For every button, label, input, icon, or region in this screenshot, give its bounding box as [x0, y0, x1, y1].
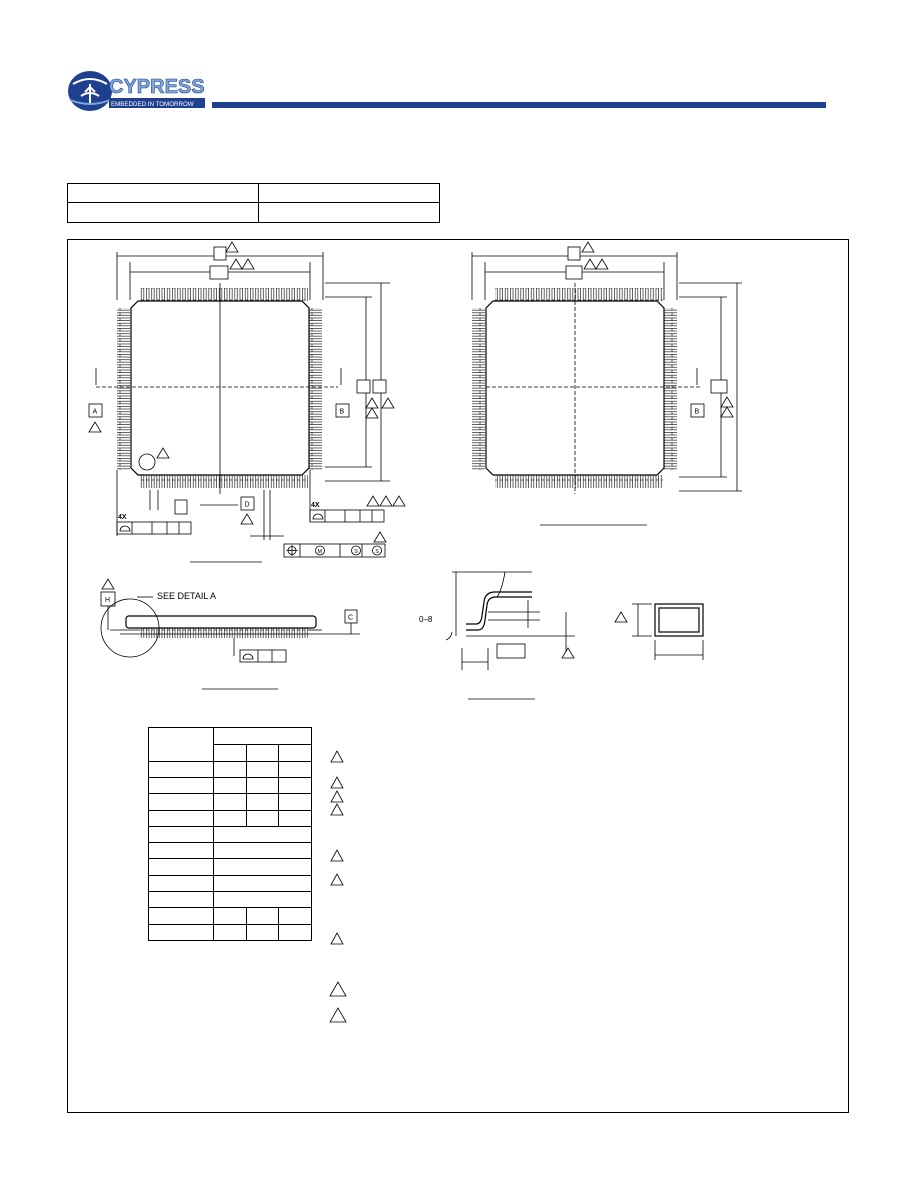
table-row [148, 825, 312, 844]
datum-d-label: D [245, 502, 250, 509]
dimension-table [148, 727, 312, 942]
cypress-logo: CYPRESS EMBEDDED IN TOMORROW [67, 70, 207, 112]
datum-b-label: B [340, 409, 345, 416]
datum-b2-box [690, 403, 705, 418]
top-view-outline [471, 241, 742, 526]
section-view [614, 603, 704, 660]
tol-s2-symbol: S [375, 549, 379, 555]
count-4x-left: 4X [118, 514, 127, 521]
dim-table-header-symbol [148, 727, 214, 762]
datum-a-box [88, 403, 103, 418]
tol-m-symbol: M [318, 549, 323, 555]
datum-a-label: A [93, 409, 98, 416]
note-markers [329, 750, 347, 1023]
table-row [148, 874, 312, 893]
dim-table-header-min [213, 743, 247, 762]
datum-b2-label: B [695, 409, 700, 416]
top-view-pinned [88, 241, 406, 563]
table-row [148, 793, 312, 811]
header-rule [212, 102, 826, 108]
pin1-indicator [138, 453, 156, 471]
table-row [148, 858, 312, 876]
side-view [100, 578, 360, 690]
dim-table-header-max [278, 743, 312, 762]
table-row [148, 923, 312, 942]
datum-h-label: H [105, 597, 110, 604]
see-detail-a-label: SEE DETAIL A [157, 591, 216, 601]
table-row [148, 842, 312, 860]
logo-tagline-text: EMBEDDED IN TOMORROW [111, 101, 194, 108]
table-row [148, 907, 312, 925]
dim-table-header-group [213, 727, 312, 745]
title-table-divider-h [68, 202, 439, 203]
package-drawing-frame [67, 239, 849, 1113]
title-table-divider-v [258, 184, 259, 222]
table-row [148, 776, 312, 795]
detail-a-view [445, 571, 575, 700]
count-4x-right: 4X [311, 502, 320, 509]
lead-angle-label: 0–8 [419, 615, 433, 624]
package-title-table [67, 183, 440, 223]
table-row [148, 809, 312, 827]
tol-s1-symbol: S [354, 549, 358, 555]
table-row [148, 760, 312, 778]
dim-table-header-nom [245, 743, 280, 762]
datum-b-box [335, 403, 350, 418]
datum-c-label: C [348, 615, 353, 622]
logo-brand-text: CYPRESS [109, 76, 205, 98]
table-row [148, 890, 312, 909]
datum-d-box [240, 496, 255, 511]
